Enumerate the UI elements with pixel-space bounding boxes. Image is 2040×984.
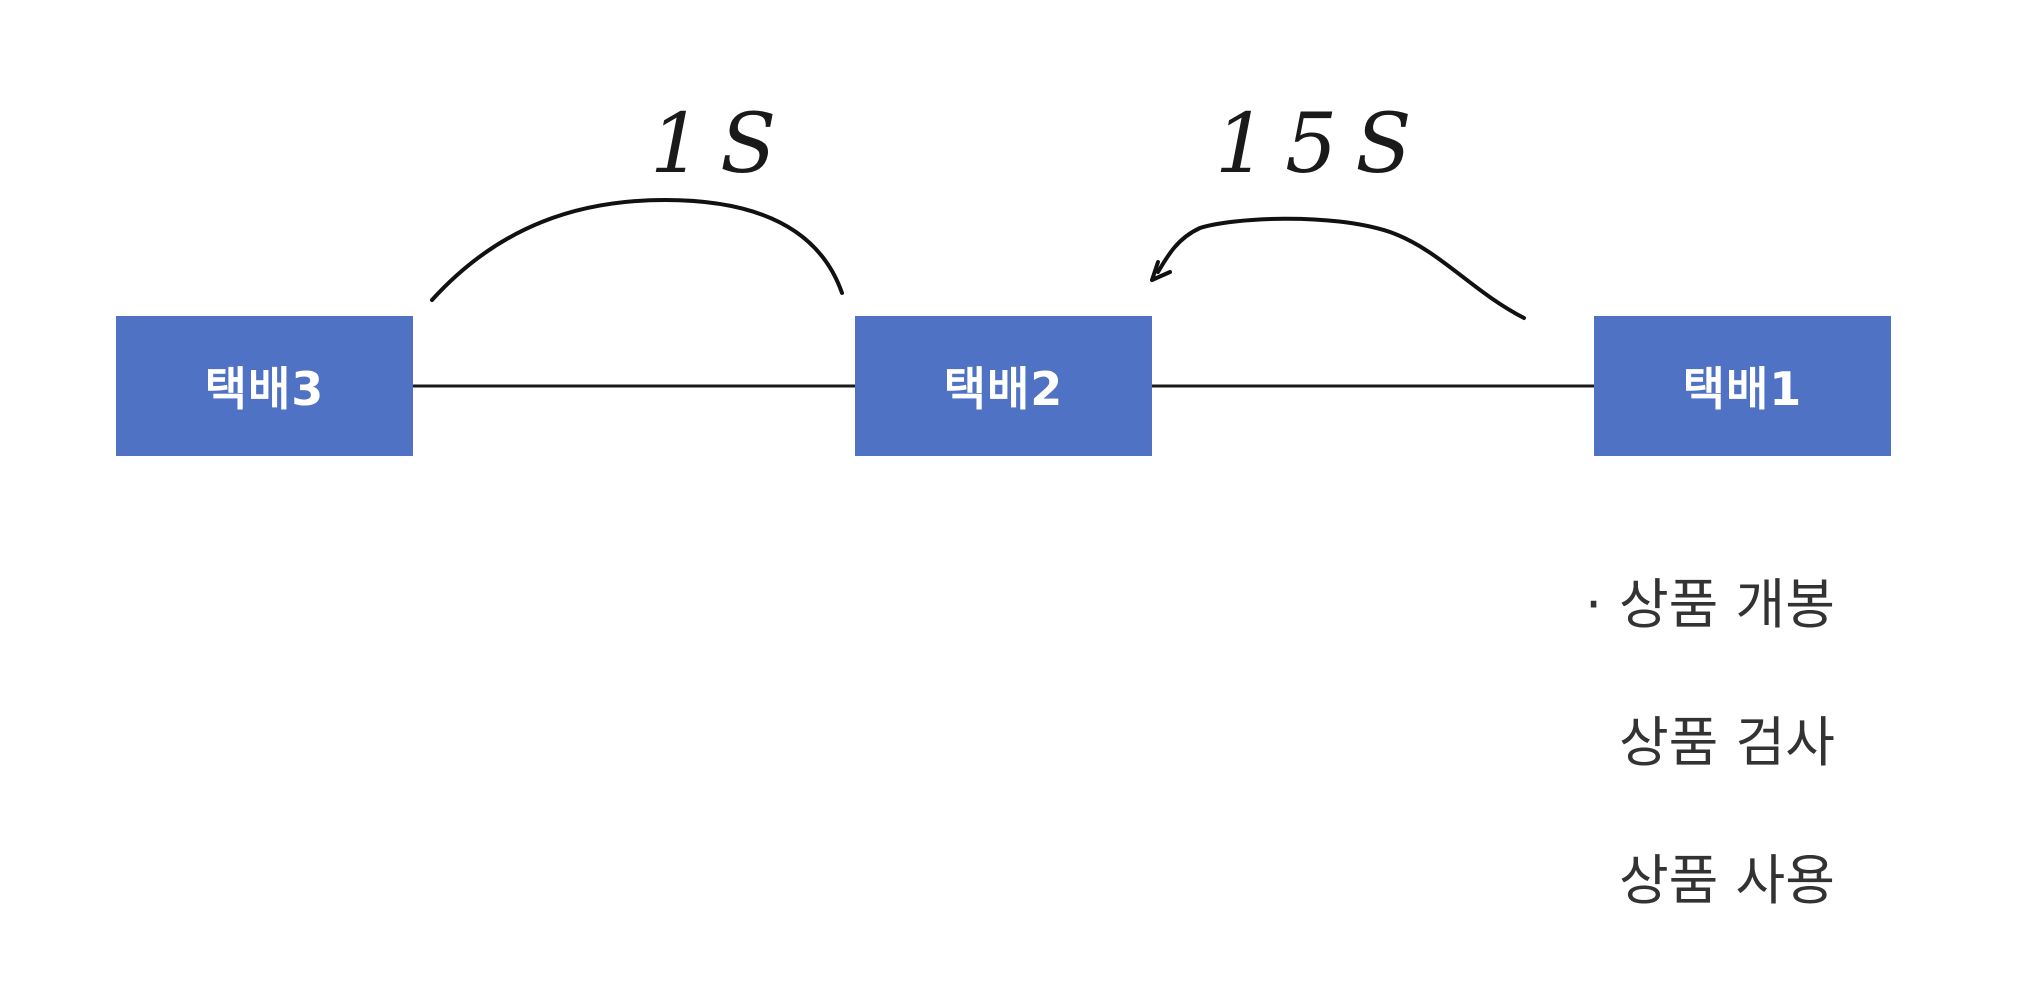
time-label-right: 15S bbox=[1215, 97, 1430, 192]
step-list: 상품 개봉 상품 검사 상품 사용 bbox=[1585, 570, 1835, 984]
diagram-canvas bbox=[413, 197, 1594, 388]
step-item: 상품 사용 bbox=[1619, 849, 1835, 912]
node-parcel-3: 택배3 bbox=[116, 316, 413, 456]
step-item: 상품 검사 bbox=[1619, 711, 1835, 774]
node-parcel-2: 택배2 bbox=[855, 316, 1152, 456]
node-parcel-1: 택배1 bbox=[1594, 316, 1891, 456]
arrowhead-right bbox=[1150, 260, 1172, 282]
arc-left bbox=[430, 197, 844, 302]
arc-right bbox=[1156, 216, 1526, 320]
time-label-left: 1S bbox=[650, 97, 795, 192]
step-item: 상품 개봉 bbox=[1585, 570, 1835, 708]
